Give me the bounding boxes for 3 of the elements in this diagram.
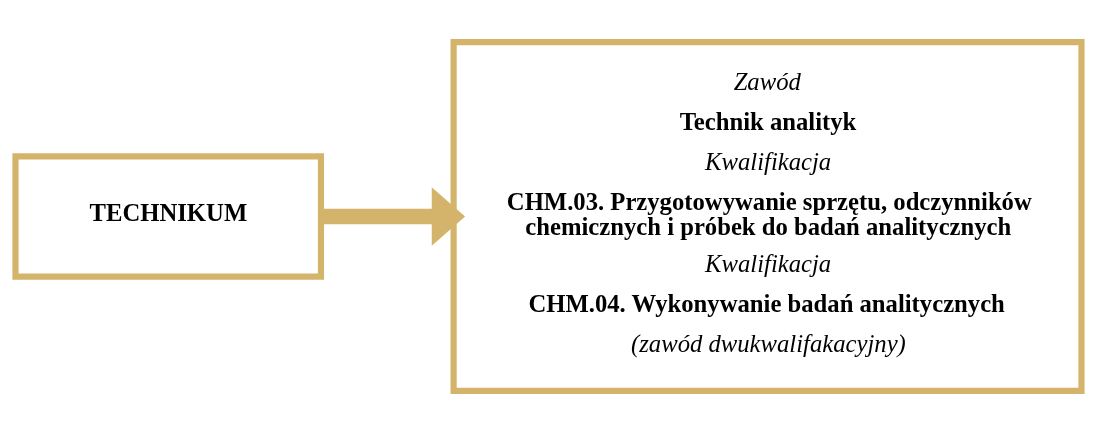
arrow (321, 186, 466, 246)
node-box: TECHNIKUM (12, 152, 325, 280)
node-box: Zawód Technik analityk Kwalifikacja CHM.03. Przygotowywanie sprzętu, odczynników chemicznych i próbek do badań analitycznych Kwalifikacja CHM.04. Wykonywanie badań analitycznych (zawód dwukwalifakacyjny) (450, 38, 1085, 394)
